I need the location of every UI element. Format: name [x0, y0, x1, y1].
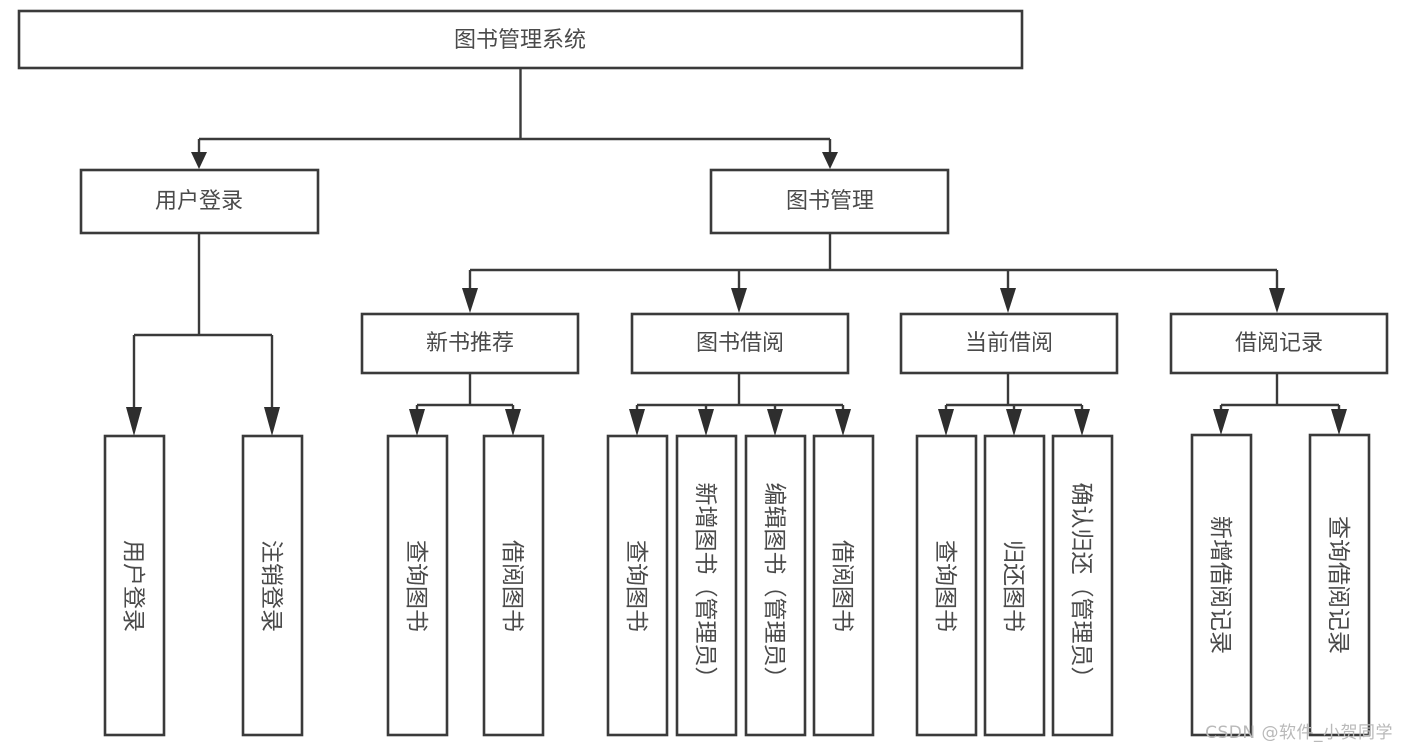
leaf-user-login[interactable]: 用户登录	[103, 434, 166, 737]
arrowhead-leaf-edit-book	[767, 409, 783, 436]
node-root-box[interactable]	[17, 9, 1024, 70]
arrowhead-leaf-borrow-book-1	[505, 409, 521, 436]
arrowhead-book-borrow	[731, 288, 747, 313]
leaf-borrow-book-1[interactable]: 借阅图书	[482, 434, 545, 737]
node-book-borrow-box[interactable]	[630, 312, 850, 375]
node-new-book-recommend-box[interactable]	[360, 312, 580, 375]
leaf-borrow-book-1-box[interactable]	[482, 434, 545, 737]
arrowhead-new-book-recommend	[462, 288, 478, 313]
leaf-add-record-label: 新增借阅记录	[1207, 516, 1233, 654]
leaf-query-book-2-box[interactable]	[606, 434, 669, 737]
node-book-manage-box[interactable]	[709, 168, 950, 235]
node-current-borrow[interactable]: 当前借阅	[899, 312, 1119, 375]
leaf-borrow-book-1-label: 借阅图书	[499, 540, 525, 632]
arrowhead-leaf-query-book-1	[409, 409, 425, 436]
leaf-add-book-label: 新增图书（管理员）	[692, 483, 718, 690]
leaf-query-book-2-label: 查询图书	[623, 540, 649, 632]
arrowhead-leaf-add-record	[1213, 409, 1229, 435]
node-new-book-recommend-label: 新书推荐	[426, 331, 514, 356]
leaf-add-book[interactable]: 新增图书（管理员）	[675, 434, 738, 737]
node-borrow-record-box[interactable]	[1169, 312, 1389, 375]
node-book-manage-label: 图书管理	[786, 189, 874, 214]
leaf-query-book-2[interactable]: 查询图书	[606, 434, 669, 737]
node-new-book-recommend[interactable]: 新书推荐	[360, 312, 580, 375]
leaf-user-logout-label: 注销登录	[258, 540, 284, 632]
leaf-query-book-3[interactable]: 查询图书	[915, 434, 978, 737]
leaf-return-book-label: 归还图书	[1000, 540, 1026, 632]
leaf-user-login-box[interactable]	[103, 434, 166, 737]
leaf-edit-book[interactable]: 编辑图书（管理员）	[744, 434, 807, 737]
arrowhead-borrow-record	[1269, 288, 1285, 313]
leaf-query-record-label: 查询借阅记录	[1325, 516, 1351, 654]
arrowhead-leaf-user-login	[126, 407, 142, 436]
node-root[interactable]: 图书管理系统	[17, 9, 1024, 70]
arrowhead-leaf-borrow-book-2	[835, 409, 851, 436]
arrowhead-leaf-query-book-3	[938, 409, 954, 436]
node-borrow-record[interactable]: 借阅记录	[1169, 312, 1389, 375]
leaf-return-book-box[interactable]	[983, 434, 1046, 737]
node-borrow-record-label: 借阅记录	[1235, 331, 1323, 356]
node-current-borrow-box[interactable]	[899, 312, 1119, 375]
arrowhead-leaf-user-logout	[264, 407, 280, 436]
arrowhead-user-login	[191, 152, 207, 169]
leaf-query-book-3-label: 查询图书	[932, 540, 958, 632]
node-current-borrow-label: 当前借阅	[965, 331, 1053, 356]
node-root-label: 图书管理系统	[454, 28, 586, 53]
arrowhead-book-manage	[822, 152, 838, 169]
leaf-return-book[interactable]: 归还图书	[983, 434, 1046, 737]
leaf-user-logout[interactable]: 注销登录	[241, 434, 304, 737]
leaf-query-record-box[interactable]	[1308, 433, 1371, 737]
node-book-borrow-label: 图书借阅	[696, 331, 784, 356]
leaf-edit-book-box[interactable]	[744, 434, 807, 737]
arrowhead-leaf-add-book	[698, 409, 714, 436]
node-book-manage[interactable]: 图书管理	[709, 168, 950, 235]
leaf-add-record-box[interactable]	[1190, 433, 1253, 737]
arrowhead-leaf-confirm-return	[1074, 409, 1090, 436]
leaf-confirm-return[interactable]: 确认归还（管理员）	[1051, 434, 1114, 737]
leaf-query-book-3-box[interactable]	[915, 434, 978, 737]
leaf-query-book-1[interactable]: 查询图书	[386, 434, 449, 737]
leaf-query-record[interactable]: 查询借阅记录	[1308, 433, 1371, 737]
arrowhead-current-borrow	[1000, 288, 1016, 313]
leaf-borrow-book-2[interactable]: 借阅图书	[812, 434, 875, 737]
leaf-borrow-book-2-box[interactable]	[812, 434, 875, 737]
leaf-confirm-return-box[interactable]	[1051, 434, 1114, 737]
leaf-confirm-return-label: 确认归还（管理员）	[1068, 483, 1094, 690]
node-user-login[interactable]: 用户登录	[79, 168, 320, 235]
leaf-query-book-1-box[interactable]	[386, 434, 449, 737]
leaf-user-login-label: 用户登录	[120, 540, 146, 632]
leaf-borrow-book-2-label: 借阅图书	[829, 540, 855, 632]
connector-layer	[126, 68, 1347, 436]
node-user-login-box[interactable]	[79, 168, 320, 235]
arrowhead-leaf-return-book	[1006, 409, 1022, 436]
leaf-query-book-1-label: 查询图书	[403, 540, 429, 632]
arrowhead-leaf-query-book-2	[629, 409, 645, 436]
leaf-add-book-box[interactable]	[675, 434, 738, 737]
arrowhead-leaf-query-record	[1331, 409, 1347, 435]
csdn-watermark: CSDN @软件_小贺同学	[1205, 723, 1393, 743]
leaf-user-logout-box[interactable]	[241, 434, 304, 737]
leaf-add-record[interactable]: 新增借阅记录	[1190, 433, 1253, 737]
node-book-borrow[interactable]: 图书借阅	[630, 312, 850, 375]
leaf-edit-book-label: 编辑图书（管理员）	[761, 483, 787, 690]
node-user-login-label: 用户登录	[155, 189, 243, 214]
